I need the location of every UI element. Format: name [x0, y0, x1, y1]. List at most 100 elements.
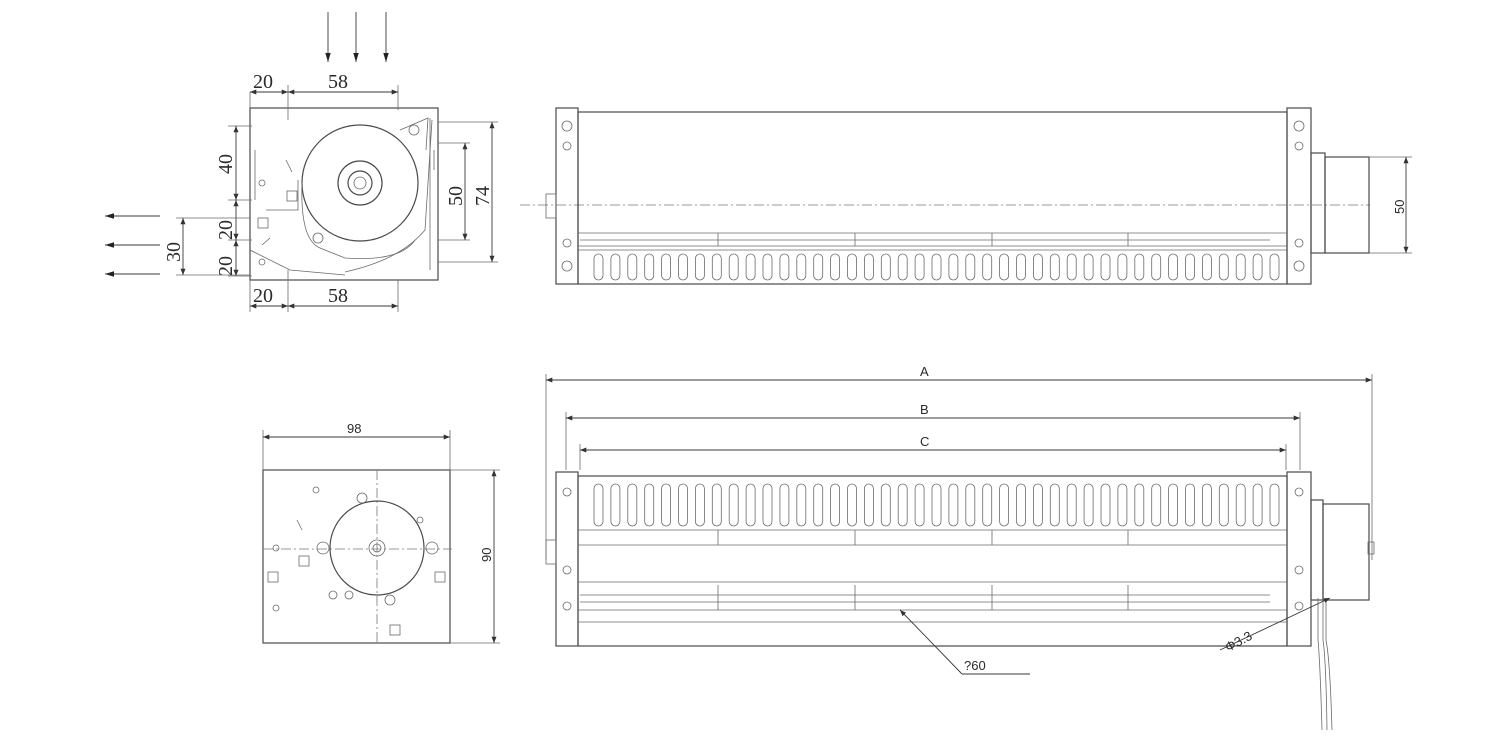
grille-slot: [1016, 483, 1026, 527]
dim-bottom-20: 20: [253, 285, 273, 307]
dim-outer-30: 30: [163, 242, 185, 262]
dim-right-74: 74: [472, 186, 494, 206]
grille-slot: [864, 253, 874, 281]
grille-slot: [965, 483, 976, 527]
grille-slot: [1269, 483, 1280, 527]
grille-slot: [1083, 253, 1094, 281]
grille-slot: [1235, 483, 1246, 527]
dim-A: A: [920, 364, 929, 379]
housing-outline: [249, 107, 439, 281]
grille-slot: [1185, 253, 1195, 281]
grille-slot: [779, 483, 790, 527]
grille-slot: [627, 483, 638, 527]
grille-slot: [610, 253, 621, 281]
dim-hole: Φ3.3: [1222, 628, 1254, 655]
grille-slot: [1202, 483, 1212, 527]
grille-slot: [1100, 253, 1111, 281]
grille-slot: [1151, 253, 1162, 281]
dim-width-98: 98: [347, 421, 361, 436]
grille-slot: [728, 253, 739, 281]
grille-slot: [1252, 483, 1263, 527]
dim-right-50: 50: [445, 186, 467, 206]
grille-slot: [847, 253, 857, 281]
grille-slot: [914, 483, 925, 527]
grille-slot: [982, 253, 993, 281]
grille-slot: [931, 483, 942, 527]
grille-slot: [796, 483, 807, 527]
grille-slot: [796, 253, 807, 281]
grille-slot: [644, 253, 655, 281]
grille-slot: [1151, 483, 1162, 527]
motor-housing: [1324, 156, 1370, 254]
grille-slot: [678, 253, 688, 281]
grille-slot: [1033, 253, 1043, 281]
grille-slot: [864, 483, 874, 527]
grille-slot: [1185, 483, 1195, 527]
dim-height-90: 90: [479, 548, 494, 562]
end-plate: [262, 469, 451, 644]
grille-slot: [1168, 253, 1178, 281]
grille-slot: [931, 253, 942, 281]
motor-end-view: 98 90: [262, 421, 500, 644]
grille-slot: [711, 483, 722, 527]
grille-slot: [1218, 483, 1229, 527]
scroll-outline: [301, 124, 419, 242]
grille-slot: [1134, 483, 1145, 527]
grille-slot: [880, 253, 891, 281]
grille-slot: [965, 253, 976, 281]
grille-slot: [1117, 483, 1128, 527]
motor-housing-front: [1322, 503, 1370, 601]
grille-slot: [728, 483, 739, 527]
dim-left-40: 40: [215, 154, 237, 174]
grille-slot: [1117, 253, 1128, 281]
grille-slot: [999, 253, 1009, 281]
grille-slot: [948, 253, 959, 281]
grille-slot: [1049, 483, 1060, 527]
grille-slot: [1066, 483, 1077, 527]
grille-slot: [897, 253, 908, 281]
grille-slot: [661, 483, 671, 527]
grille-slot: [813, 253, 824, 281]
blower-body-front: [577, 475, 1288, 647]
dim-top-58: 58: [328, 71, 348, 93]
grille-slot: [711, 253, 722, 281]
grille-slot: [830, 483, 840, 527]
dim-top-20: 20: [253, 71, 273, 93]
grille-slot: [695, 483, 705, 527]
grille-slot: [1218, 253, 1229, 281]
grille-slot: [593, 483, 604, 527]
grille-slot: [1016, 253, 1026, 281]
dim-motor-50: 50: [1392, 200, 1407, 214]
grille-slot: [1066, 253, 1077, 281]
grille-slot: [593, 253, 604, 281]
grille-slot: [1100, 483, 1111, 527]
grille-slot: [813, 483, 824, 527]
grille-slot: [830, 253, 840, 281]
grille-slot: [762, 483, 773, 527]
grille-slot: [914, 253, 925, 281]
grille-slot: [1269, 253, 1280, 281]
dim-bottom-58: 58: [328, 285, 348, 307]
dim-B: B: [920, 402, 929, 417]
grille-slot: [982, 483, 993, 527]
grille-slot: [1202, 253, 1212, 281]
grille-slot: [1235, 253, 1246, 281]
grille-slot: [762, 253, 773, 281]
grille-slot: [1033, 483, 1043, 527]
grille-slot: [880, 483, 891, 527]
grille-slot: [847, 483, 857, 527]
grille-slots: [593, 253, 1280, 281]
grille-slot: [695, 253, 705, 281]
grille-slot: [1252, 253, 1263, 281]
grille-slot: [897, 483, 908, 527]
side-view-top: 50: [520, 107, 1412, 285]
grille-slot: [779, 253, 790, 281]
grille-slot: [745, 253, 756, 281]
grille-slot: [1134, 253, 1145, 281]
grille-slot: [999, 483, 1009, 527]
dim-left-20b: 20: [215, 256, 237, 276]
grille-slot: [1168, 483, 1178, 527]
grille-slot: [1049, 253, 1060, 281]
grille-slot: [948, 483, 959, 527]
